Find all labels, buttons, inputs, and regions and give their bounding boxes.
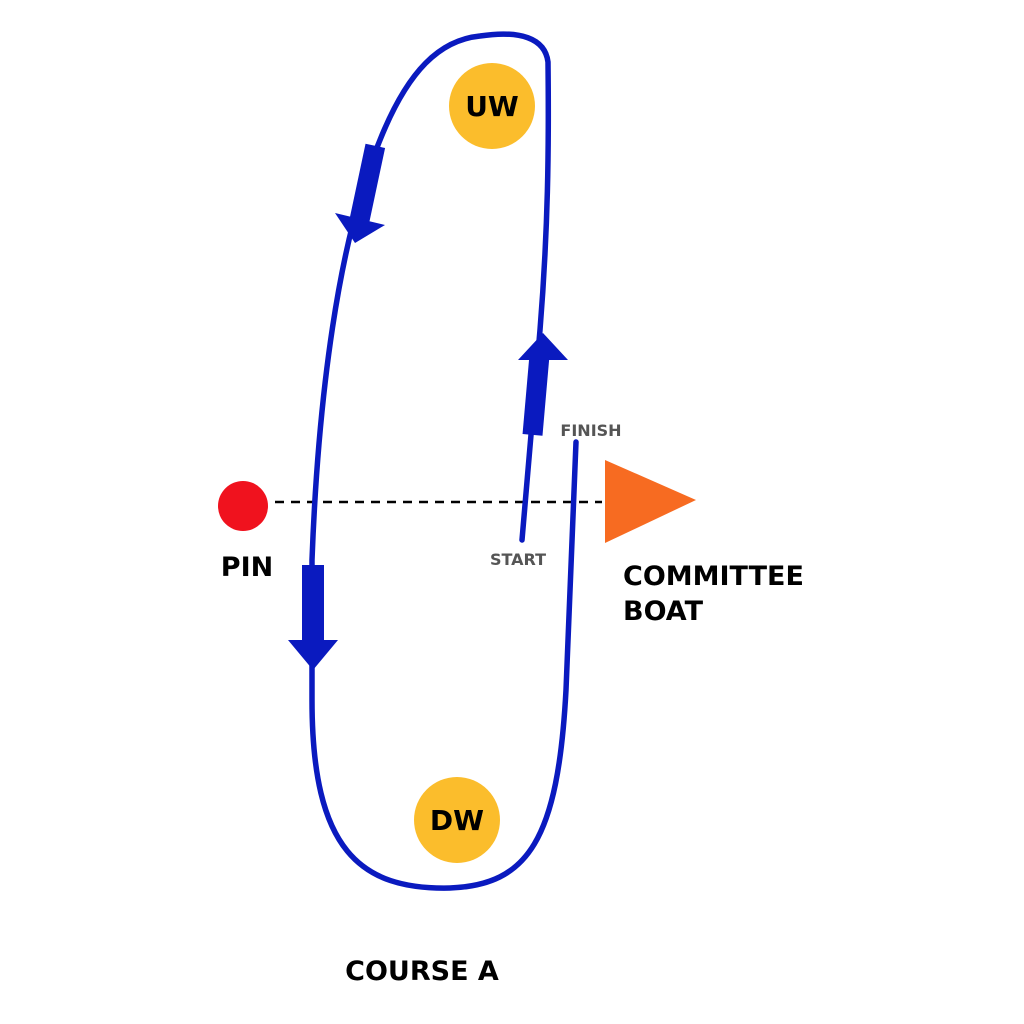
committee-boat-label-line2: BOAT [623, 596, 704, 627]
finish-label: FINISH [560, 421, 621, 440]
start-label: START [490, 550, 546, 569]
downwind-leg-arrow-lower [288, 565, 338, 670]
pin-buoy-icon [218, 481, 268, 531]
pin-label: PIN [221, 552, 273, 583]
upwind-mark-label: UW [465, 90, 519, 123]
committee-boat-label-line1: COMMITTEE [623, 561, 804, 592]
course-path [309, 31, 579, 891]
downwind-leg-arrow-upper [335, 143, 386, 243]
upwind-mark: UW [449, 63, 535, 149]
committee-boat-icon [605, 460, 696, 543]
downwind-mark: DW [414, 777, 500, 863]
downwind-mark-label: DW [430, 804, 484, 837]
course-label: COURSE A [345, 956, 499, 987]
upwind-leg-arrow [518, 333, 568, 436]
